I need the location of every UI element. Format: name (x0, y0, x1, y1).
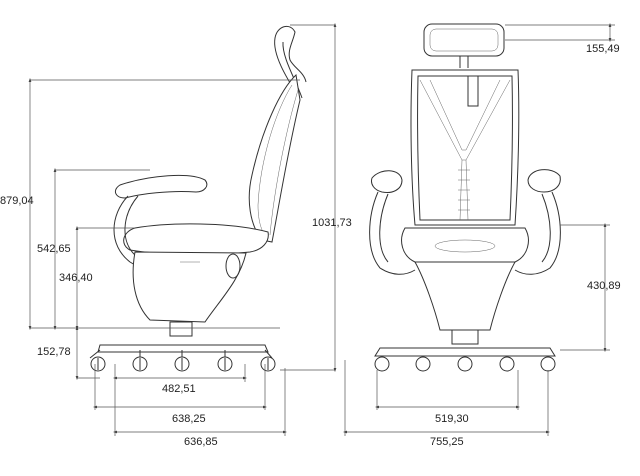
dim-armrest-to-floor: 430,89 (587, 280, 621, 292)
dim-headrest-height: 155,49 (586, 43, 620, 55)
dim-overall-width: 755,25 (430, 436, 464, 448)
dim-depth: 636,85 (184, 436, 218, 448)
dimension-lines (28, 22, 615, 436)
casters-front (374, 356, 556, 372)
dim-base-inner-width-front: 519,30 (435, 413, 469, 425)
dim-back-top-height: 879,04 (0, 195, 34, 207)
dim-base-height: 152,78 (37, 346, 71, 358)
front-view-chair (369, 23, 561, 372)
dim-armrest-height: 542,65 (37, 243, 71, 255)
dim-base-inner-width-side: 482,51 (162, 383, 196, 395)
dim-base-width-side: 638,25 (172, 413, 206, 425)
casters-side (90, 356, 276, 372)
dim-overall-height: 1031,73 (312, 217, 352, 229)
side-view-chair (89, 25, 307, 372)
dim-seat-height: 346,40 (59, 272, 93, 284)
